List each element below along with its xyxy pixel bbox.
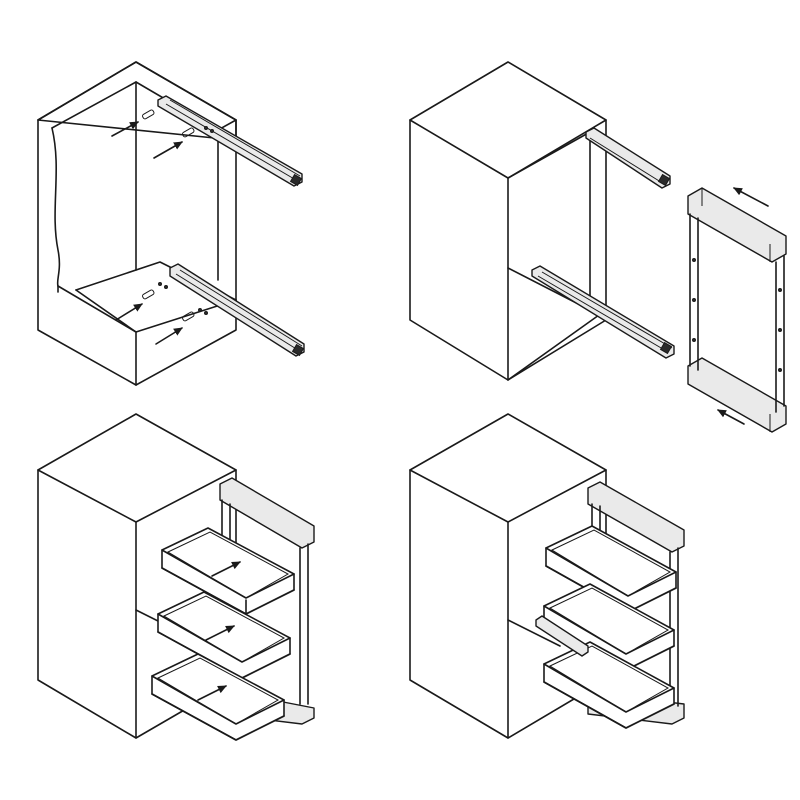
- lower-slide-rail: [531, 265, 675, 359]
- insert-arrows: [717, 187, 769, 425]
- lower-slide-rail: [169, 263, 305, 357]
- lower-slide-rail: [535, 615, 589, 657]
- cabinet-carcass: [409, 61, 607, 381]
- insert-arrows: [197, 561, 241, 701]
- step-2-panel: [409, 61, 787, 433]
- upper-slide-rail: [157, 95, 303, 187]
- insert-arrows: [111, 121, 183, 345]
- upper-slide-rail: [585, 127, 671, 189]
- pullout-frame: [687, 187, 787, 433]
- cabinet-carcass: [37, 61, 237, 386]
- step-3-panel: [37, 413, 315, 741]
- mounting-holes: [142, 109, 214, 322]
- step-1-panel: [37, 61, 305, 386]
- basket-middle: [157, 591, 291, 679]
- basket-bottom: [151, 653, 285, 741]
- basket-bottom: [543, 641, 675, 729]
- step-4-panel: [409, 413, 685, 739]
